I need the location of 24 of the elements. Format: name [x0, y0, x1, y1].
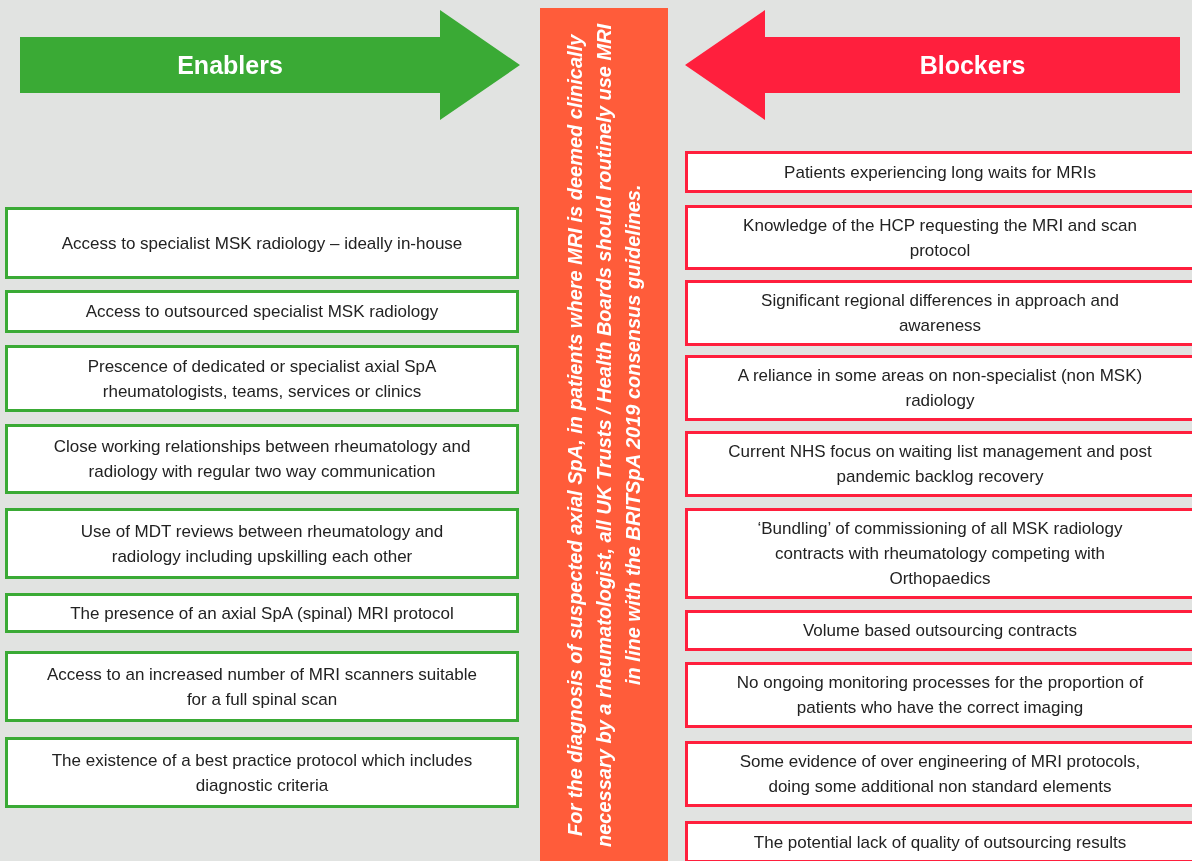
arrow-heading: Enablers: [176, 50, 284, 80]
statement-banner: [540, 8, 668, 861]
blocker-item: Current NHS focus on waiting list management and post pandemic backlog recovery: [685, 431, 1192, 497]
enabler-item: Access to an increased number of MRI scanners suitable for a full spinal scan: [5, 651, 519, 722]
enabler-item: The existence of a best practice protocol which includes diagnostic criteria: [5, 737, 519, 808]
blocker-item: No ongoing monitoring processes for the proportion of patients who have the correct imaging: [685, 662, 1192, 728]
blocker-item: Knowledge of the HCP requesting the MRI and scan protocol: [685, 205, 1192, 270]
heading-banner: [20, 10, 520, 120]
blocker-item: Patients experiencing long waits for MRIs: [685, 151, 1192, 193]
arrow-heading: Blockers: [918, 50, 1027, 80]
blocker-item: ‘Bundling’ of commissioning of all MSK radiology contracts with rheumatology competing with Orthopaedics: [685, 508, 1192, 599]
blocker-item: Some evidence of over engineering of MRI protocols, doing some additional non standard elements: [685, 741, 1192, 807]
enabler-item: Close working relationships between rheumatology and radiology with regular two way communication: [5, 424, 519, 494]
heading-banner: [685, 10, 1180, 120]
statement-text: For the diagnosis of suspected axial SpA, in patients where MRI is deemed clinically necessary by a rheumatologist, all UK Trusts / Health Boards should routinely use MRI in line with the BRITSpA 2019 consensus guidelines.: [562, 21, 645, 849]
enabler-item: Use of MDT reviews between rheumatology and radiology including upskilling each other: [5, 508, 519, 579]
blocker-item: Volume based outsourcing contracts: [685, 610, 1192, 651]
blocker-item: Significant regional differences in approach and awareness: [685, 280, 1192, 346]
enabler-item: Access to specialist MSK radiology – ideally in-house: [5, 207, 519, 279]
enabler-item: The presence of an axial SpA (spinal) MRI protocol: [5, 593, 519, 633]
enabler-item: Access to outsourced specialist MSK radiology: [5, 290, 519, 333]
blocker-item: The potential lack of quality of outsourcing results: [685, 821, 1192, 861]
enabler-item: Prescence of dedicated or specialist axial SpA rheumatologists, teams, services or clinics: [5, 345, 519, 412]
blocker-item: A reliance in some areas on non-specialist (non MSK) radiology: [685, 355, 1192, 421]
